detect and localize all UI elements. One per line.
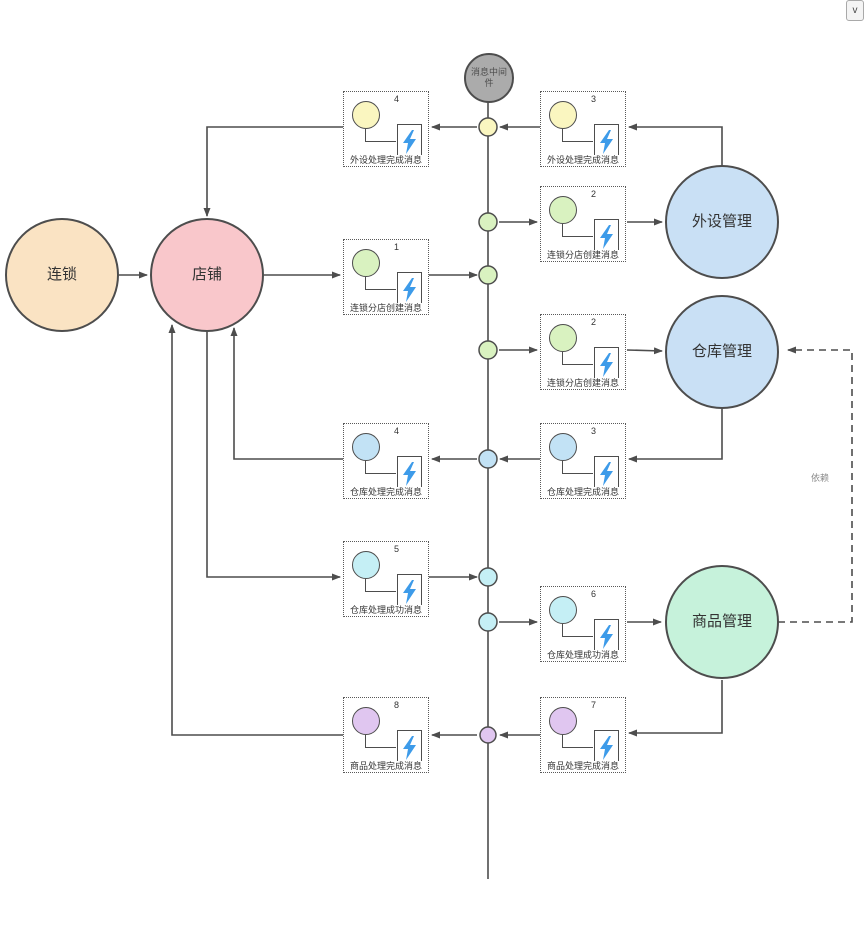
message-box-peripheral-done-consumer[interactable]: 4 外设处理完成消息 (343, 91, 429, 167)
bus-junction-dot[interactable] (478, 567, 498, 587)
message-number: 4 (394, 94, 400, 104)
message-box-warehouse-done-consumer[interactable]: 4 仓库处理完成消息 (343, 423, 429, 499)
message-number: 8 (394, 700, 400, 710)
node-label: 外设管理 (691, 212, 752, 230)
message-state-circle (549, 101, 577, 129)
message-state-circle (352, 551, 380, 579)
message-box-warehouse-done-producer[interactable]: 3 仓库处理完成消息 (540, 423, 626, 499)
message-number: 1 (394, 242, 400, 252)
edge-product-box (628, 680, 723, 737)
message-state-circle (549, 707, 577, 735)
edge-box-shop-bottom (230, 327, 343, 460)
message-number: 3 (591, 426, 597, 436)
message-box-branch-create-producer[interactable]: 1 连锁分店创建消息 (343, 239, 429, 315)
node-label: 连锁 (46, 265, 77, 283)
edge-warehouse-box (628, 409, 723, 463)
node-label: 仓库管理 (691, 342, 752, 360)
lightning-icon (397, 456, 422, 491)
node-product-management[interactable]: 商品管理 (665, 565, 779, 679)
node-chain[interactable]: 连锁 (5, 218, 119, 332)
bus-junction-dot[interactable] (478, 340, 498, 360)
dependency-edge-label: 依赖 (810, 471, 831, 484)
message-state-circle (549, 324, 577, 352)
message-label: 连锁分店创建消息 (541, 378, 625, 389)
edge-box-shop-top (203, 126, 343, 217)
node-label: 消息中间件 (471, 66, 508, 88)
message-state-circle (549, 433, 577, 461)
message-label: 连锁分店创建消息 (541, 250, 625, 261)
message-label: 连锁分店创建消息 (344, 303, 428, 314)
message-label: 仓库处理完成消息 (344, 487, 428, 498)
node-peripheral-management[interactable]: 外设管理 (665, 165, 779, 279)
message-box-warehouse-success-consumer[interactable]: 6 仓库处理成功消息 (540, 586, 626, 662)
message-label: 商品处理完成消息 (541, 761, 625, 772)
message-number: 5 (394, 544, 400, 554)
edge-box-warehouse (626, 347, 663, 355)
connector-line (365, 579, 396, 592)
message-number: 7 (591, 700, 597, 710)
lightning-icon (397, 574, 422, 609)
panel-collapse-button[interactable]: v (846, 0, 864, 21)
lightning-icon (594, 730, 619, 765)
message-box-branch-create-consumer-peripheral[interactable]: 2 连锁分店创建消息 (540, 186, 626, 262)
message-state-circle (549, 596, 577, 624)
message-number: 4 (394, 426, 400, 436)
bus-junction-dot[interactable] (478, 612, 498, 632)
lightning-icon (397, 730, 422, 765)
message-number: 2 (591, 189, 597, 199)
connector-line (365, 129, 396, 142)
bus-junction-dot[interactable] (478, 265, 498, 285)
message-label: 仓库处理完成消息 (541, 487, 625, 498)
node-shop[interactable]: 店铺 (150, 218, 264, 332)
connector-line (562, 624, 593, 637)
bus-junction-dot[interactable] (478, 117, 498, 137)
message-label: 商品处理完成消息 (344, 761, 428, 772)
message-number: 3 (591, 94, 597, 104)
message-state-circle (549, 196, 577, 224)
message-number: 2 (591, 317, 597, 327)
connector-line (365, 461, 396, 474)
connector-line (562, 735, 593, 748)
node-warehouse-management[interactable]: 仓库管理 (665, 295, 779, 409)
node-label: 店铺 (191, 265, 222, 283)
bus-junction-dot[interactable] (479, 726, 497, 744)
message-box-warehouse-success-producer[interactable]: 5 仓库处理成功消息 (343, 541, 429, 617)
message-box-branch-create-consumer-warehouse[interactable]: 2 连锁分店创建消息 (540, 314, 626, 390)
connector-line (365, 735, 396, 748)
node-message-middleware[interactable]: 消息中间件 (464, 53, 514, 103)
node-label: 商品管理 (691, 612, 752, 630)
lightning-icon (594, 124, 619, 159)
message-state-circle (352, 707, 380, 735)
connector-line (562, 224, 593, 237)
message-state-circle (352, 433, 380, 461)
message-state-circle (352, 101, 380, 129)
bus-junction-dot[interactable] (478, 212, 498, 232)
connector-line (562, 461, 593, 474)
edge-box-shop-bottom2 (168, 324, 343, 736)
lightning-icon (594, 456, 619, 491)
connector-line (562, 352, 593, 365)
bus-junction-dot[interactable] (478, 449, 498, 469)
message-box-product-done-producer[interactable]: 7 商品处理完成消息 (540, 697, 626, 773)
lightning-icon (594, 347, 619, 382)
message-label: 外设处理完成消息 (541, 155, 625, 166)
edge-shop-box2 (206, 332, 341, 581)
message-number: 6 (591, 589, 597, 599)
message-label: 仓库处理成功消息 (541, 650, 625, 661)
message-box-product-done-consumer[interactable]: 8 商品处理完成消息 (343, 697, 429, 773)
lightning-icon (397, 124, 422, 159)
chevron-down-icon: v (852, 5, 858, 16)
message-box-peripheral-done-producer[interactable]: 3 外设处理完成消息 (540, 91, 626, 167)
connector-line (562, 129, 593, 142)
connector-line (365, 277, 396, 290)
lightning-icon (594, 619, 619, 654)
lightning-icon (397, 272, 422, 307)
message-label: 外设处理完成消息 (344, 155, 428, 166)
message-label: 仓库处理成功消息 (344, 605, 428, 616)
lightning-icon (594, 219, 619, 254)
edge-dependency (778, 346, 853, 623)
edge-peripheral-box (628, 123, 723, 166)
message-state-circle (352, 249, 380, 277)
